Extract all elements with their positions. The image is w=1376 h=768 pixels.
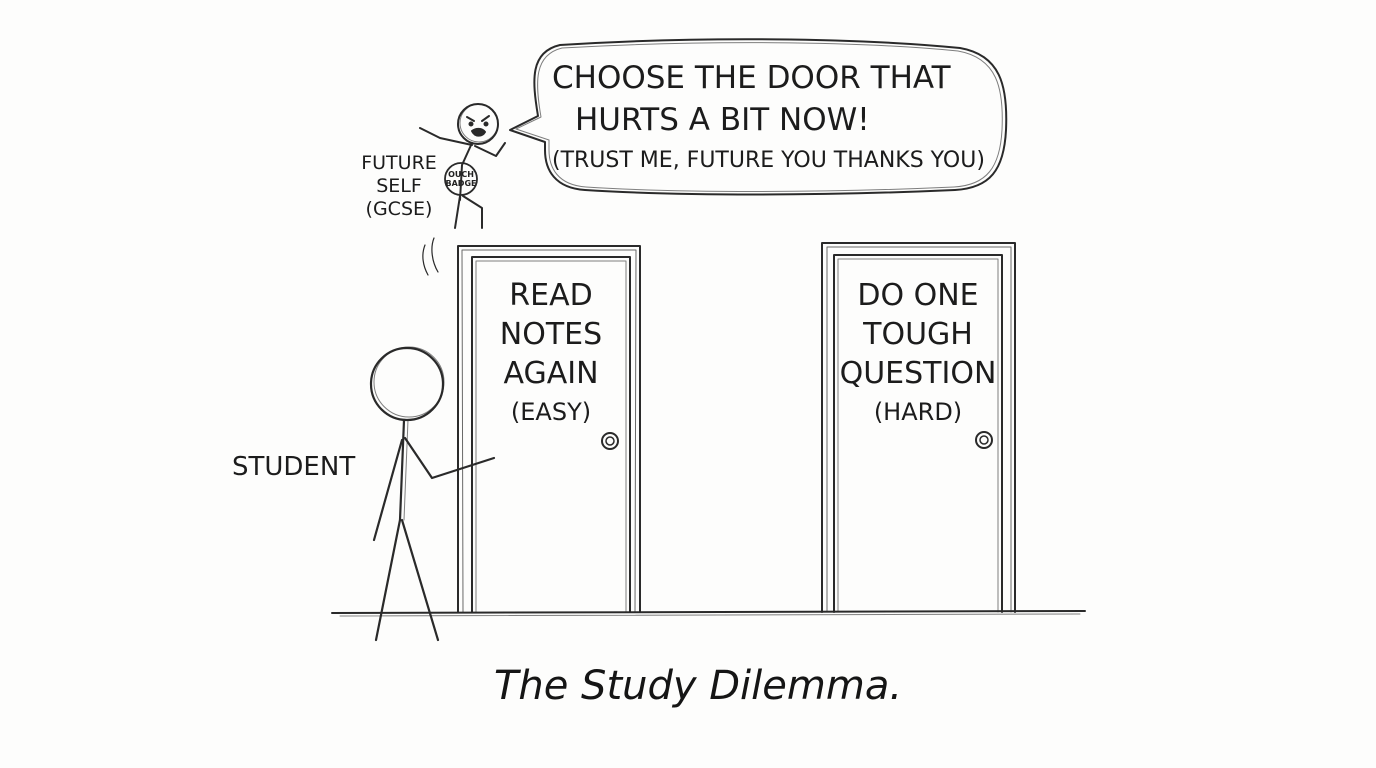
door-hard-frame: [821, 242, 1016, 613]
student-figure: [369, 346, 496, 642]
door-easy-line-2: NOTES: [499, 317, 603, 352]
student-label: STUDENT: [232, 452, 356, 482]
badge-line-2: BADGE: [445, 179, 477, 188]
future-self-label-line-3: (GCSE): [365, 198, 433, 220]
door-easy-line-3: AGAIN: [503, 356, 599, 391]
door-hard-sign: DO ONE TOUGH QUESTION (HARD): [838, 276, 998, 432]
floor-line: [331, 610, 1086, 617]
comic-caption: The Study Dilemma.: [493, 663, 903, 709]
door-hard-knob: [975, 431, 993, 449]
speech-bubble-outline: [509, 38, 1008, 196]
door-hard-subtitle: (HARD): [873, 398, 963, 426]
future-self-figure: [419, 103, 506, 276]
future-self-label: FUTURE SELF (GCSE): [352, 152, 446, 221]
door-easy-sign: READ NOTES AGAIN (EASY): [476, 276, 626, 432]
future-self-badge: OUCH BADGE: [445, 170, 477, 188]
future-self-label-line-2: SELF: [376, 175, 422, 197]
door-easy-line-1: READ: [509, 278, 593, 313]
door-easy-knob: [601, 432, 619, 450]
door-easy-subtitle: (EASY): [510, 398, 592, 426]
future-self-label-line-1: FUTURE: [361, 152, 437, 174]
speech-line-3: (TRUST ME, FUTURE YOU THANKS YOU): [552, 148, 985, 173]
door-hard-line-3: QUESTION: [839, 356, 997, 391]
badge-line-1: OUCH: [448, 170, 474, 179]
speech-line-2: HURTS A BIT NOW!: [575, 102, 870, 138]
door-hard-line-2: TOUGH: [863, 317, 973, 352]
door-hard-line-1: DO ONE: [857, 278, 979, 313]
door-easy-frame: [457, 245, 641, 613]
speech-line-1: CHOOSE THE DOOR THAT: [552, 60, 951, 96]
